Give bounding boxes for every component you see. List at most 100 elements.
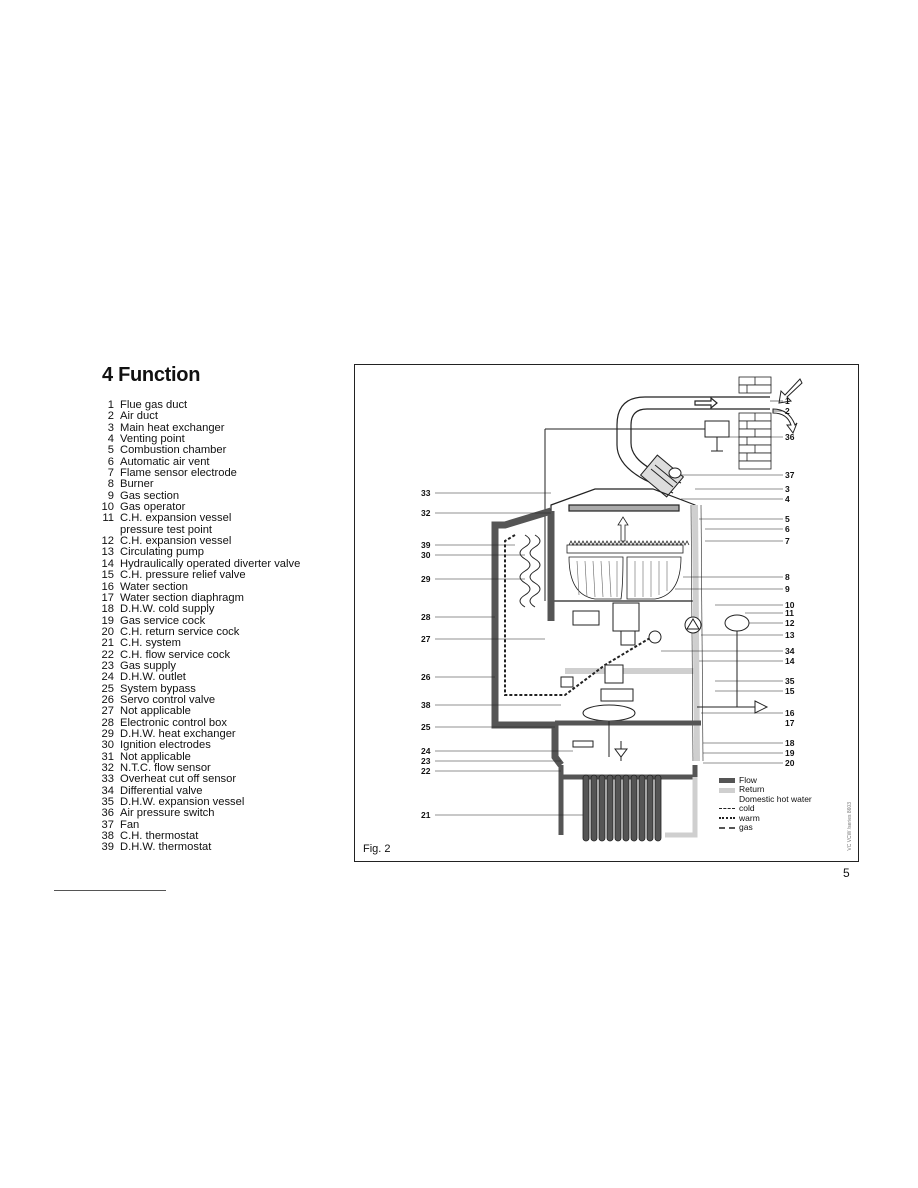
legend-item-gas: gas [719, 822, 812, 832]
flow-pipe [491, 507, 564, 768]
page-number: 5 [843, 866, 850, 880]
warm-swatch [719, 817, 735, 820]
callout-21: 21 [421, 810, 431, 820]
callout-23: 23 [421, 756, 431, 766]
callout-26: 26 [421, 672, 431, 682]
flow-swatch [719, 778, 735, 784]
legend-item-warm: warm [719, 813, 812, 823]
callout-2: 2 [785, 406, 790, 416]
callout-37: 37 [785, 470, 795, 480]
dhw-swatch [719, 797, 735, 803]
figure-credit: VC VCW /series 8603 [847, 802, 853, 851]
figure-caption: Fig. 2 [363, 843, 391, 855]
callout-16: 16 [785, 708, 795, 718]
callout-20: 20 [785, 758, 795, 768]
callout-25: 25 [421, 722, 431, 732]
return-pipe [565, 504, 700, 762]
burner [568, 516, 682, 600]
wall-bricks [738, 376, 772, 470]
callout-labels-left: 33 32 39 30 29 28 27 26 38 25 24 23 22 2… [421, 488, 431, 820]
callout-5: 5 [785, 514, 790, 524]
main-heat-exchanger [566, 540, 690, 554]
callout-28: 28 [421, 612, 431, 622]
callout-10: 10 [785, 600, 795, 610]
list-item: pressure test point [120, 523, 213, 536]
callout-33: 33 [421, 488, 431, 498]
footnote-rule [54, 890, 166, 891]
callout-27: 27 [421, 634, 431, 644]
legend-item-flow: Flow [719, 775, 812, 785]
callout-34: 34 [785, 646, 795, 656]
section-number: 4 [102, 364, 113, 386]
dhw-line [504, 534, 656, 696]
inlet-arrow-icon [772, 378, 803, 435]
callout-7: 7 [785, 536, 790, 546]
boiler-schematic-figure: 1 2 36 37 3 4 5 6 7 8 9 10 11 12 13 34 1… [354, 364, 859, 862]
callout-6: 6 [785, 524, 790, 534]
gas-swatch [719, 826, 735, 829]
fan [639, 454, 685, 498]
expansion-vessels [697, 614, 769, 714]
callout-30: 30 [421, 550, 431, 560]
callout-9: 9 [785, 584, 790, 594]
water-section [555, 704, 701, 761]
callout-19: 19 [785, 748, 795, 758]
callout-32: 32 [421, 508, 431, 518]
callout-1: 1 [785, 396, 790, 406]
callout-15: 15 [785, 686, 795, 696]
return-swatch [719, 787, 735, 793]
callout-29: 29 [421, 574, 431, 584]
callout-17: 17 [785, 718, 795, 728]
dhw-heat-exchanger [519, 534, 541, 608]
section-heading: 4 Function [102, 364, 200, 387]
legend-item-return: Return [719, 784, 812, 794]
callout-4: 4 [785, 494, 790, 504]
callout-14: 14 [785, 656, 795, 666]
boiler-schematic: 1 2 36 37 3 4 5 6 7 8 9 10 11 12 13 34 1… [421, 376, 803, 842]
callout-leaders [435, 400, 783, 816]
legend-item-cold: cold [719, 803, 812, 813]
callout-24: 24 [421, 746, 431, 756]
callout-22: 22 [421, 766, 431, 776]
callout-18: 18 [785, 738, 795, 748]
ch-radiator [558, 765, 698, 842]
callout-11: 11 [785, 608, 794, 618]
air-pressure-switch [544, 420, 730, 601]
